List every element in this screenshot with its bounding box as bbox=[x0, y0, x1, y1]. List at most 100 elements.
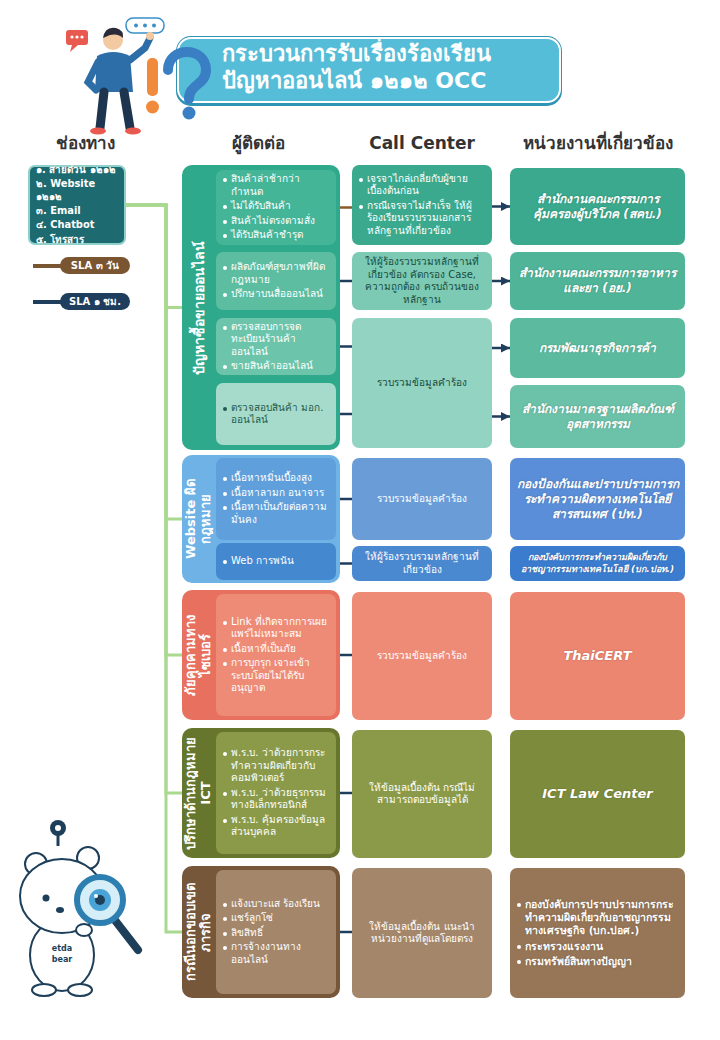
category-band: ภัยคุกคามทางไซเบอร์ Link ที่เกิดจากการเผย… bbox=[182, 590, 340, 720]
agency-box: กองป้องกันและปราบปรามการกระทำความผิดทางเ… bbox=[510, 458, 685, 540]
contact-box: Web การพนัน bbox=[216, 543, 336, 580]
agency-box: ICT Law Center bbox=[510, 730, 685, 858]
legend-line-sample bbox=[33, 300, 62, 304]
node-text: รวบรวมข้อมูลคำร้อง bbox=[358, 493, 486, 506]
connector bbox=[126, 205, 182, 793]
callcenter-box: เจรจาไกล่เกลี่ยกับผู้ขายเบื้องต้นก่อนกรณ… bbox=[352, 165, 492, 245]
callcenter-box: ให้ข้อมูลเบื้องต้น กรณีไม่สามารถตอบข้อมู… bbox=[352, 730, 492, 858]
node-text: ได้รับสินค้าชำรุด bbox=[222, 229, 330, 242]
contact-box: สินค้าล่าช้ากว่ากำหนดไม่ได้รับสินค้าสินค… bbox=[216, 170, 336, 245]
node-text: สินค้าล่าช้ากว่ากำหนด bbox=[222, 173, 330, 198]
node-text: สำนักงานคณะกรรมการอาหารและยา (อย.) bbox=[516, 266, 679, 296]
legend-label: SLA ๑ ชม. bbox=[60, 293, 130, 310]
callcenter-box: ให้ผู้ร้องรวบรวมหลักฐานที่เกี่ยวข้อง คัด… bbox=[352, 252, 492, 310]
node-text: ตรวจสอบสินค้า มอก. ออนไลน์ bbox=[222, 402, 330, 427]
contact-box: แจ้งเบาะแส ร้องเรียนแชร์ลูกโซ่ลิขสิทธิ์ก… bbox=[216, 870, 336, 994]
category-band: Website ผิดกฎหมายเนื้อหาหมิ่นเบื้องสูงเน… bbox=[182, 455, 340, 583]
node-text: แจ้งเบาะแส ร้องเรียน bbox=[222, 898, 330, 911]
category-band: ปรึกษาด้านกฎหมาย ICT พ.ร.บ. ว่าด้วยการกระ… bbox=[182, 728, 340, 858]
node-text: สำนักงานคณะกรรมการคุ้มครองผู้บริโภค (สคบ… bbox=[516, 192, 679, 222]
connector bbox=[126, 205, 182, 655]
node-text: รวบรวมข้อมูลคำร้อง bbox=[358, 377, 486, 390]
connector bbox=[492, 347, 510, 350]
node-text: การจ้างงานทางออนไลน์ bbox=[222, 941, 330, 966]
category-band: ปัญหาซื้อขายออนไลน์ สินค้าล่าช้ากว่ากำหนด… bbox=[182, 165, 340, 450]
node-text: ๒. Website ๑๒๑๒ bbox=[36, 178, 118, 203]
mascot-label: bear bbox=[40, 955, 84, 965]
mascot-label: etda bbox=[40, 944, 84, 954]
title: กระบวนการรับเรื่องร้องเรียน ปัญหาออนไลน์… bbox=[222, 41, 552, 95]
column-header: ผู้ติดต่อ bbox=[173, 133, 343, 153]
node-text: ขายสินค้าออนไลน์ bbox=[222, 360, 330, 373]
node-text: ปรึกษาบนสื่อออนไลน์ bbox=[222, 288, 330, 301]
node-text: เจรจาไกล่เกลี่ยกับผู้ขายเบื้องต้นก่อน bbox=[358, 173, 486, 198]
agency-box: กองบังคับการปราบปรามการกระทำความผิดเกี่ย… bbox=[510, 868, 685, 998]
person-figure bbox=[66, 18, 164, 135]
node-text: ให้ข้อมูลเบื้องต้น แนะนำหน่วยงานที่ดูแลโ… bbox=[358, 921, 486, 946]
agency-box: สำนักงานคณะกรรมการอาหารและยา (อย.) bbox=[510, 252, 685, 310]
node-text: รวบรวมข้อมูลคำร้อง bbox=[358, 650, 486, 663]
column-header: ช่องทาง bbox=[0, 133, 170, 153]
node-text: ๓. Email bbox=[36, 205, 118, 217]
node-text: แชร์ลูกโซ่ bbox=[222, 912, 330, 925]
node-text: ตรวจสอบการจดทะเบียนร้านค้าออนไลน์ bbox=[222, 321, 330, 359]
node-text: ไม่ได้รับสินค้า bbox=[222, 200, 330, 213]
contact-box: ตรวจสอบสินค้า มอก. ออนไลน์ bbox=[216, 383, 336, 445]
agency-box: ThaiCERT bbox=[510, 592, 685, 720]
legend-label: SLA ๓ วัน bbox=[60, 257, 130, 274]
agency-box: กรมพัฒนาธุรกิจการค้า bbox=[510, 318, 685, 378]
node-text: กรมทรัพย์สินทางปัญญา bbox=[516, 955, 679, 968]
node-text: ๑. สายด่วน ๑๒๑๒ bbox=[36, 164, 118, 176]
node-text: Web การพนัน bbox=[222, 555, 330, 568]
node-text: กรมพัฒนาธุรกิจการค้า bbox=[516, 341, 679, 356]
category-title: Website ผิดกฎหมาย bbox=[184, 464, 214, 574]
node-text: ICT Law Center bbox=[516, 786, 679, 802]
node-text: สำนักงานมาตรฐานผลิตภัณฑ์อุตสาหกรรม bbox=[516, 402, 679, 432]
channel-box: ๑. สายด่วน ๑๒๑๒๒. Website ๑๒๑๒๓. Email ๔.… bbox=[28, 165, 126, 245]
column-header: หน่วยงานที่เกี่ยวข้อง bbox=[505, 133, 690, 153]
callcenter-box: รวบรวมข้อมูลคำร้อง bbox=[352, 458, 492, 540]
node-text: ให้ผู้ร้องรวบรวมหลักฐานที่เกี่ยวข้อง คัด… bbox=[358, 256, 486, 306]
category-title: ปรึกษาด้านกฎหมาย ICT bbox=[184, 733, 214, 853]
connector bbox=[492, 415, 510, 418]
node-text: ผลิตภัณฑ์สุขภาพที่ผิดกฎหมาย bbox=[222, 261, 330, 286]
category-title: ปัญหาซื้อขายออนไลน์ bbox=[191, 183, 207, 433]
node-text: กระทรวงแรงงาน bbox=[516, 940, 679, 953]
category-title: ภัยคุกคามทางไซเบอร์ bbox=[184, 595, 214, 715]
category-band: กรณีนอกขอบเขตภารกิจแจ้งเบาะแส ร้องเรียนแ… bbox=[182, 866, 340, 998]
connector bbox=[492, 280, 510, 283]
mascot-bear bbox=[20, 820, 138, 996]
contact-box: ตรวจสอบการจดทะเบียนร้านค้าออนไลน์ขายสินค… bbox=[216, 318, 336, 375]
category-title: กรณีนอกขอบเขตภารกิจ bbox=[184, 872, 214, 992]
node-text: Link ที่เกิดจากการเผยแพร่ไม่เหมาะสม bbox=[222, 616, 330, 641]
node-text: ลิขสิทธิ์ bbox=[222, 927, 330, 940]
agency-box: สำนักงานคณะกรรมการคุ้มครองผู้บริโภค (สคบ… bbox=[510, 168, 685, 245]
node-text: เนื้อหาที่เป็นภัย bbox=[222, 643, 330, 656]
node-text: ๔. Chatbot bbox=[36, 219, 118, 231]
connector bbox=[126, 205, 182, 932]
contact-box: พ.ร.บ. ว่าด้วยการกระทำความผิดเกี่ยวกับคอ… bbox=[216, 732, 336, 854]
node-text: ให้ข้อมูลเบื้องต้น กรณีไม่สามารถตอบข้อมู… bbox=[358, 782, 486, 807]
node-text: พ.ร.บ. ว่าด้วยธุรกรรมทางอิเล็กทรอนิกส์ bbox=[222, 787, 330, 812]
callcenter-box: ให้ผู้ร้องรวบรวมหลักฐานที่เกี่ยวข้อง bbox=[352, 546, 492, 581]
node-text: กองบังคับการกระทำความผิดเกี่ยวกับอาชญากร… bbox=[516, 552, 679, 575]
node-text: สินค้าไม่ตรงตามสั่ง bbox=[222, 215, 330, 228]
node-text: ให้ผู้ร้องรวบรวมหลักฐานที่เกี่ยวข้อง bbox=[358, 551, 486, 576]
node-text: ThaiCERT bbox=[516, 648, 679, 664]
exclamation-question-symbol bbox=[146, 52, 206, 120]
agency-box: สำนักงานมาตรฐานผลิตภัณฑ์อุตสาหกรรม bbox=[510, 385, 685, 448]
node-text: เนื้อหาลามก อนาจาร bbox=[222, 487, 330, 500]
node-text: กองป้องกันและปราบปรามการกระทำความผิดทางเ… bbox=[516, 477, 679, 522]
callcenter-box: รวบรวมข้อมูลคำร้อง bbox=[352, 592, 492, 720]
contact-box: ผลิตภัณฑ์สุขภาพที่ผิดกฎหมายปรึกษาบนสื่ออ… bbox=[216, 252, 336, 310]
callcenter-box: รวบรวมข้อมูลคำร้อง bbox=[352, 318, 492, 448]
node-text: พ.ร.บ. ว่าด้วยการกระทำความผิดเกี่ยวกับคอ… bbox=[222, 747, 330, 785]
agency-box: กองบังคับการกระทำความผิดเกี่ยวกับอาชญากร… bbox=[510, 546, 685, 581]
connector bbox=[126, 205, 182, 308]
node-text: ๕. โทรสาร bbox=[36, 234, 118, 246]
connector bbox=[492, 205, 510, 208]
callcenter-box: ให้ข้อมูลเบื้องต้น แนะนำหน่วยงานที่ดูแลโ… bbox=[352, 868, 492, 998]
node-text: กองบังคับการปราบปรามการกระทำความผิดเกี่ย… bbox=[516, 898, 679, 937]
